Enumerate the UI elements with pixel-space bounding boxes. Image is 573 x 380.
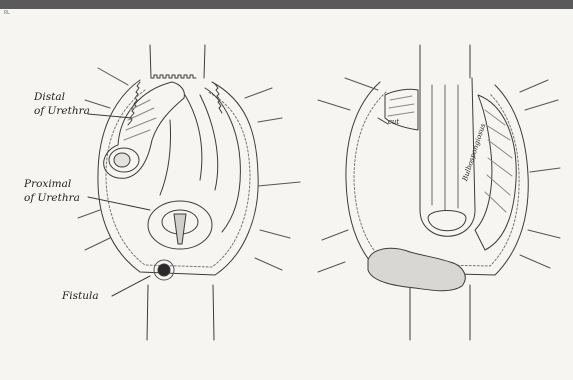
left-field-outline: [98, 80, 258, 275]
left-drawing: [78, 45, 300, 340]
proximal-label-line2: of Urethra: [24, 193, 80, 204]
left-serrated-right: [215, 84, 222, 113]
distal-urethra-flap-shading: [124, 100, 156, 140]
right-urethral-tube-lines: [432, 85, 458, 210]
distal-label-line1: Distal: [34, 92, 90, 103]
proximal-urethra-label: Proximal of Urethra: [24, 179, 80, 203]
distal-urethra-lumen: [114, 153, 130, 167]
proximal-leader: [88, 197, 150, 210]
proximal-urethra-catheter: [174, 214, 186, 244]
right-tube-tip: [428, 211, 466, 231]
left-retractor-top-left: [150, 45, 205, 78]
right-retractor-top: [420, 45, 470, 78]
right-field-outline: [346, 82, 528, 275]
distal-label-line2: of Urethra: [34, 106, 90, 117]
proximal-label-line1: Proximal: [24, 179, 80, 190]
cut-flap-shading: [388, 96, 414, 116]
fistula-opening: [158, 264, 170, 276]
right-urethral-tube: [420, 78, 475, 236]
right-bottom-tissue: [368, 248, 465, 291]
distal-urethra-label: Distal of Urethra: [34, 92, 90, 116]
left-right-labia: [205, 88, 240, 232]
right-spread-lines: [318, 78, 560, 272]
left-central-tissue: [160, 95, 218, 195]
fistula-label: Fistula: [62, 291, 99, 302]
left-serrated-top: [151, 75, 196, 78]
right-retractor-bottom: [410, 285, 470, 340]
right-drawing: [318, 45, 560, 340]
cut-label: cut: [388, 119, 399, 126]
left-retractor-bottom: [147, 285, 214, 340]
fistula-leader: [112, 276, 150, 296]
